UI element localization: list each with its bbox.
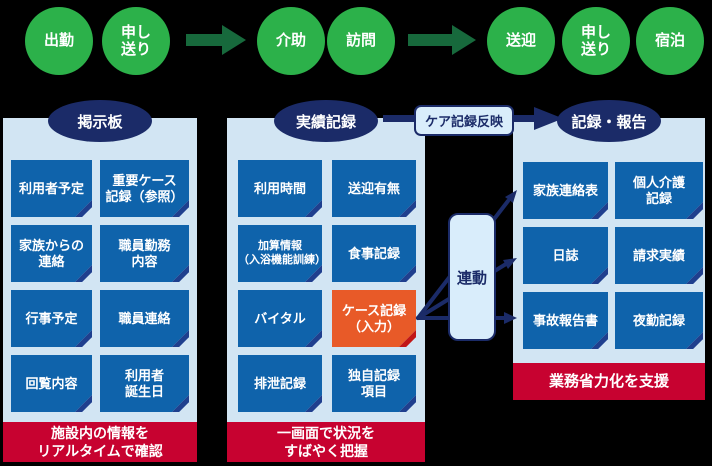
link-label: 連動 — [456, 269, 487, 287]
panel-title: 記録・報告 — [571, 113, 647, 131]
flow-step-circle-overnight: 宿泊 — [636, 7, 704, 75]
panel-footer-text: 施設内の情報を リアルタイムで確認 — [37, 424, 163, 459]
info-box: 家族からの 連絡 — [11, 225, 92, 282]
panel-records-reports: 記録・報告 家族連絡表 個人介護 記録 日誌 請求実績 事故報告書 夜勤記録 業… — [513, 100, 705, 400]
info-box-label: 夜勤記録 — [632, 312, 685, 328]
info-box-label: 回覧内容 — [25, 375, 78, 391]
flow-step-circle-transport: 送迎 — [487, 7, 555, 75]
care-record-reflect-label: ケア記録反映 — [424, 114, 503, 129]
panel-title-oval: 掲示板 — [48, 100, 152, 142]
info-box-label: 家族からの 連絡 — [18, 237, 84, 269]
info-box-label: 行事予定 — [25, 310, 78, 326]
flow-step-label: 出勤 — [43, 32, 74, 50]
info-box-label: 個人介護 記録 — [632, 174, 685, 206]
care-record-reflect-chip: ケア記録反映 — [414, 105, 514, 136]
info-box-label: 重要ケース 記録（参照） — [105, 172, 184, 204]
panel-bulletin-board: 掲示板 利用者予定 重要ケース 記録（参照） 家族からの 連絡 職員勤務 内容 … — [3, 100, 197, 462]
flow-step-label: 申し 送り — [580, 23, 611, 58]
info-box-label: 日誌 — [552, 247, 579, 263]
info-box-label: 利用者予定 — [18, 180, 84, 196]
flow-step-label: 宿泊 — [654, 32, 685, 50]
info-box-label: 利用時間 — [253, 180, 306, 196]
info-box: 独自記録 項目 — [332, 355, 416, 412]
flow-arrow-2 — [408, 25, 476, 55]
flow-step-circle-handover2: 申し 送り — [562, 7, 630, 75]
info-box-label: 職員連絡 — [118, 310, 171, 326]
info-box-label: 事故報告書 — [532, 312, 598, 328]
flow-step-label: 送迎 — [505, 32, 536, 50]
info-box: 請求実績 — [615, 227, 703, 284]
info-box: 利用者 誕生日 — [100, 355, 189, 412]
info-box: 職員勤務 内容 — [100, 225, 189, 282]
info-box: 排泄記録 — [238, 355, 322, 412]
info-box-label: 独自記録 項目 — [347, 367, 400, 399]
info-box-label: 食事記録 — [347, 245, 400, 261]
info-box: 加算情報 （入浴機能訓練） — [238, 225, 326, 282]
flow-step-label: 介助 — [275, 32, 306, 50]
panel-title: 実績記録 — [295, 113, 356, 131]
panel-title: 掲示板 — [77, 113, 123, 131]
info-box: 日誌 — [523, 227, 608, 284]
panel-footer-banner: 一画面で状況を すばやく把握 — [227, 422, 425, 462]
info-box-label: 加算情報 （入浴機能訓練） — [238, 240, 326, 266]
flow-step-circle-assist: 介助 — [257, 7, 325, 75]
info-box: 回覧内容 — [11, 355, 92, 412]
panel-footer-banner: 業務省力化を支援 — [513, 363, 705, 400]
info-box: 事故報告書 — [523, 292, 608, 349]
info-box-case-record-input: ケース記録 （入力） — [332, 290, 416, 347]
flow-arrow-1 — [186, 25, 246, 55]
panel-footer-banner: 施設内の情報を リアルタイムで確認 — [3, 422, 197, 462]
panel-performance-record: 実績記録 利用時間 送迎有無 加算情報 （入浴機能訓練） 食事記録 バイタル ケ… — [227, 100, 425, 462]
info-box: 家族連絡表 — [523, 162, 608, 219]
info-box: 食事記録 — [332, 225, 416, 282]
info-box: バイタル — [238, 290, 322, 347]
link-chip: 連動 — [448, 213, 496, 341]
panel-title-oval: 記録・報告 — [557, 100, 661, 142]
flow-step-circle-clockin: 出勤 — [25, 7, 93, 75]
info-box-label: 職員勤務 内容 — [118, 237, 171, 269]
flow-step-label: 訪問 — [345, 32, 376, 50]
info-box-label: 請求実績 — [632, 247, 685, 263]
info-box-label: 送迎有無 — [347, 180, 400, 196]
info-box: 個人介護 記録 — [615, 162, 703, 219]
info-box-label: 家族連絡表 — [532, 182, 598, 198]
info-box: 利用者予定 — [11, 160, 92, 217]
info-box: 利用時間 — [238, 160, 322, 217]
panel-footer-text: 業務省力化を支援 — [548, 372, 669, 390]
flow-step-circle-visit: 訪問 — [327, 7, 395, 75]
info-box: 重要ケース 記録（参照） — [100, 160, 189, 217]
info-box-label: 利用者 誕生日 — [124, 367, 164, 399]
info-box-label: ケース記録 （入力） — [341, 302, 407, 334]
flow-step-circle-handover1: 申し 送り — [102, 7, 170, 75]
info-box: 職員連絡 — [100, 290, 189, 347]
panel-footer-text: 一画面で状況を すばやく把握 — [277, 424, 375, 459]
info-box-label: 排泄記録 — [253, 375, 306, 391]
info-box: 行事予定 — [11, 290, 92, 347]
info-box: 夜勤記録 — [615, 292, 703, 349]
panel-title-oval: 実績記録 — [274, 100, 378, 142]
info-box: 送迎有無 — [332, 160, 416, 217]
info-box-label: バイタル — [254, 310, 306, 326]
flow-step-label: 申し 送り — [120, 23, 151, 58]
